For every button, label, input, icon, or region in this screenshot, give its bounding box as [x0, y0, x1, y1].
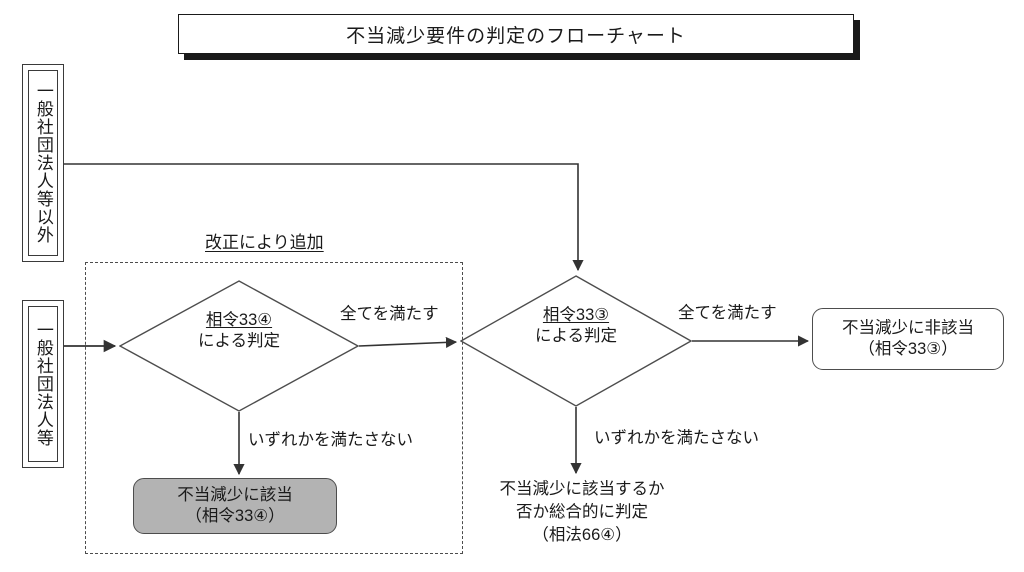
- outcome-applicable-line2: （相令33④）: [185, 507, 285, 525]
- input-box-outside-inner: 一般社団法人等以外: [28, 70, 58, 256]
- input-box-general-incorporated: 一般社団法人等: [22, 300, 64, 468]
- outcome-applicable: 不当減少に該当 （相令33④）: [133, 478, 337, 534]
- edge-outside-to-decision2: [64, 163, 584, 272]
- outcome-non-applicable-line2: （相令33③）: [858, 340, 958, 358]
- page-title: 不当減少要件の判定のフローチャート: [346, 25, 686, 47]
- outcome-non-applicable-line1: 不当減少に非該当: [842, 318, 974, 337]
- edge-label-not-all-satisfied-2: いずれかを満たさない: [594, 429, 759, 447]
- title-box: 不当減少要件の判定のフローチャート: [178, 14, 854, 54]
- input-box-outside-general-incorporated: 一般社団法人等以外: [22, 64, 64, 262]
- outcome-comprehensive-line1: 不当減少に該当するか: [499, 480, 665, 498]
- outcome-comprehensive-line2: 否か総合的に判定: [516, 503, 648, 522]
- input-box-general-label: 一般社団法人等: [33, 321, 53, 447]
- region-caption-amendment: 改正により追加: [205, 233, 324, 252]
- outcome-comprehensive-line3: （相法66④）: [532, 526, 632, 545]
- edge-label-all-satisfied-1: 全てを満たす: [340, 305, 439, 323]
- outcome-non-applicable: 不当減少に非該当 （相令33③）: [812, 308, 1004, 370]
- decision-diamond-2: [460, 275, 692, 407]
- input-box-general-inner: 一般社団法人等: [28, 306, 58, 462]
- decision-diamond-1: [119, 280, 359, 412]
- edge-label-not-all-satisfied-1: いずれかを満たさない: [248, 431, 413, 449]
- outcome-applicable-line1: 不当減少に該当: [177, 485, 293, 504]
- edge-label-all-satisfied-2: 全てを満たす: [678, 304, 777, 322]
- input-box-outside-label: 一般社団法人等以外: [33, 82, 53, 244]
- outcome-comprehensive-judgement: 不当減少に該当するか 否か総合的に判定 （相法66④）: [472, 478, 692, 547]
